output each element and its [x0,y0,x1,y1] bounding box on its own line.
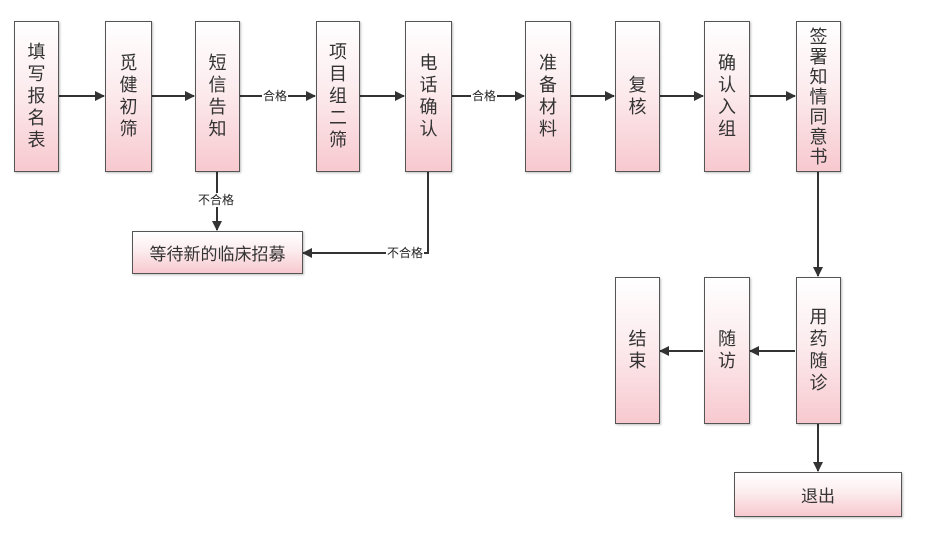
node-project-screen: 项目组二筛 [316,21,360,172]
node-sms-text: 短信告知 [208,52,227,140]
edge-label-fail-sms: 不合格 [197,193,236,207]
node-prepare-text: 准备材料 [539,52,557,140]
node-followup-text: 随访 [718,328,736,372]
node-prescreen-text: 觅健初筛 [119,52,138,140]
edge-label-fail-phone: 不合格 [386,246,425,260]
node-exit: 退出 [734,472,902,517]
node-fill-form: 填写报名表 [14,21,59,172]
edge-label-pass-sms: 合格 [262,89,289,103]
node-enroll: 确认入组 [704,21,750,172]
node-wait: 等待新的临床招募 [132,231,303,274]
node-review-text: 复核 [628,74,647,118]
node-phone: 电话确认 [405,21,452,172]
node-medication-text: 用药随诊 [809,306,828,394]
node-followup: 随访 [704,277,750,424]
node-end: 结束 [615,277,660,424]
node-prescreen: 觅健初筛 [105,21,152,172]
node-sms: 短信告知 [195,21,240,172]
node-consent-text: 签署知情同意书 [809,27,828,168]
node-phone-text: 电话确认 [419,52,438,140]
arrow-phone-to-wait [302,172,429,258]
node-fill-form-text: 填写报名表 [27,41,46,151]
node-prepare: 准备材料 [525,21,571,172]
node-consent: 签署知情同意书 [796,21,841,172]
edge-label-pass-phone: 合格 [471,89,498,103]
node-end-text: 结束 [628,328,647,372]
node-exit-text: 退出 [801,487,835,507]
node-enroll-text: 确认入组 [718,52,736,140]
node-review: 复核 [615,21,660,172]
node-wait-text: 等待新的临床招募 [149,245,286,265]
node-project-screen-text: 项目组二筛 [329,41,347,151]
node-medication: 用药随诊 [796,277,841,424]
